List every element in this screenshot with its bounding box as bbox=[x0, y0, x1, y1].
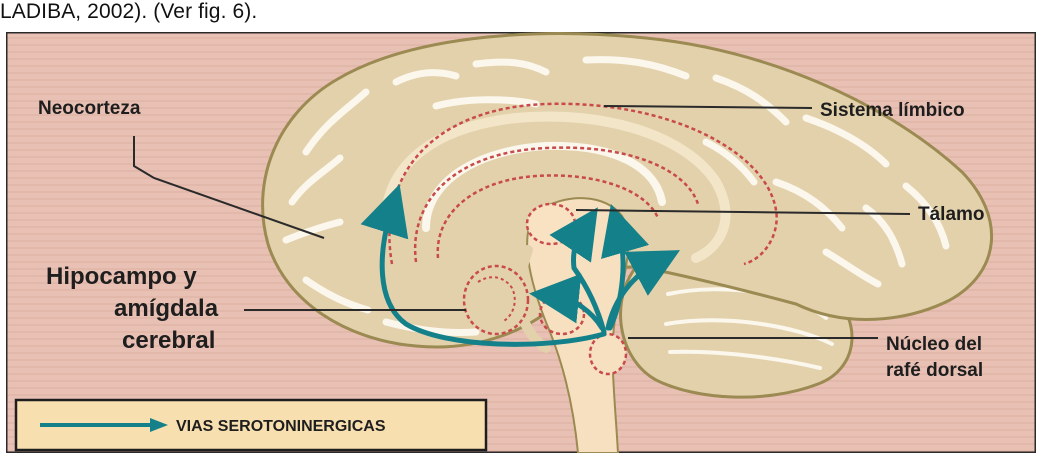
label-nucleo-line1: Núcleo del bbox=[886, 334, 982, 355]
brain-diagram: Neocorteza Sistema límbico Tálamo Hipoca… bbox=[6, 32, 1036, 453]
label-sistema-limbico: Sistema límbico bbox=[820, 100, 965, 121]
legend-label: VIAS SEROTONINERGICAS bbox=[176, 418, 386, 435]
label-nucleo-line2: rafé dorsal bbox=[886, 360, 983, 381]
thalamus-region bbox=[527, 204, 575, 244]
label-hipocampo-line3: cerebral bbox=[122, 327, 215, 354]
legend-box: VIAS SEROTONINERGICAS bbox=[16, 400, 486, 450]
label-hipocampo-line1: Hipocampo y bbox=[46, 263, 197, 290]
brain-diagram-svg: Neocorteza Sistema límbico Tálamo Hipoca… bbox=[6, 32, 1036, 453]
caption-text: LADIBA, 2002). (Ver fig. 6). bbox=[0, 0, 257, 24]
raphe-nucleus-region bbox=[590, 334, 626, 374]
label-hipocampo-line2: amígdala bbox=[114, 295, 219, 322]
label-neocorteza: Neocorteza bbox=[38, 98, 141, 119]
label-talamo: Tálamo bbox=[918, 204, 985, 225]
